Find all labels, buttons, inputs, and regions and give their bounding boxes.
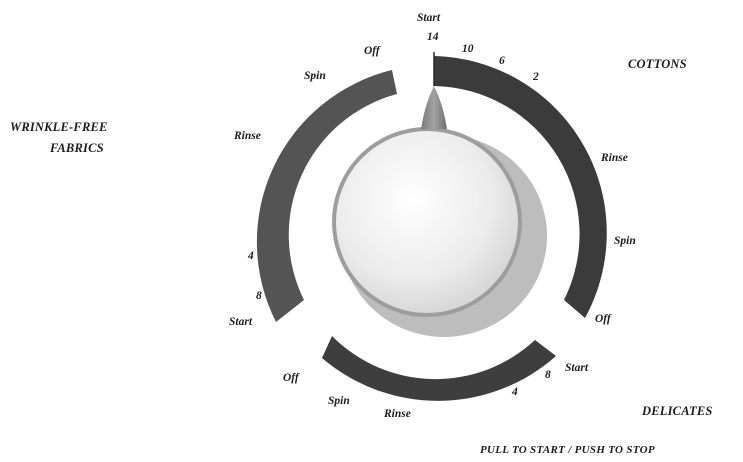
wrinkle-free-4-marker: 4	[248, 250, 254, 262]
wrinkle-free-cycle-label-line2: FABRICS	[50, 141, 104, 155]
wrinkle-free-spin-marker: Spin	[304, 70, 326, 82]
delicates-cycle-label: DELICATES	[642, 404, 713, 418]
cottons-off-marker: Off	[595, 313, 611, 325]
delicates-cycle-ring[interactable]	[322, 336, 556, 401]
delicates-off-marker: Off	[283, 372, 299, 384]
delicates-spin-marker: Spin	[328, 395, 350, 407]
cottons-spin-marker: Spin	[614, 235, 636, 247]
wrinkle-free-start-marker: Start	[229, 316, 253, 328]
delicates-8-marker: 8	[545, 369, 551, 381]
wrinkle-free-off-marker: Off	[364, 45, 380, 57]
timer-knob[interactable]	[332, 127, 522, 317]
wrinkle-free-8-marker: 8	[256, 290, 262, 302]
pull-push-instruction: PULL TO START / PUSH TO STOP	[480, 444, 655, 456]
knob-pointer-icon	[421, 86, 447, 129]
cottons-6-marker: 6	[499, 55, 505, 67]
cottons-rinse-marker: Rinse	[601, 152, 628, 164]
cottons-cycle-label: COTTONS	[628, 57, 687, 71]
cottons-2-marker: 2	[533, 71, 539, 83]
delicates-rinse-marker: Rinse	[384, 408, 411, 420]
cottons-10-marker: 10	[462, 43, 474, 55]
cottons-cycle-ring[interactable]	[434, 56, 607, 318]
wrinkle-free-cycle-ring[interactable]	[256, 70, 397, 322]
delicates-start-marker: Start	[565, 362, 589, 374]
cottons-start-marker: Start	[417, 12, 441, 24]
delicates-4-marker: 4	[512, 386, 518, 398]
wrinkle-free-cycle-label: WRINKLE-FREE	[10, 120, 108, 134]
cottons-14-marker: 14	[427, 31, 439, 43]
wrinkle-free-rinse-marker: Rinse	[234, 130, 261, 142]
